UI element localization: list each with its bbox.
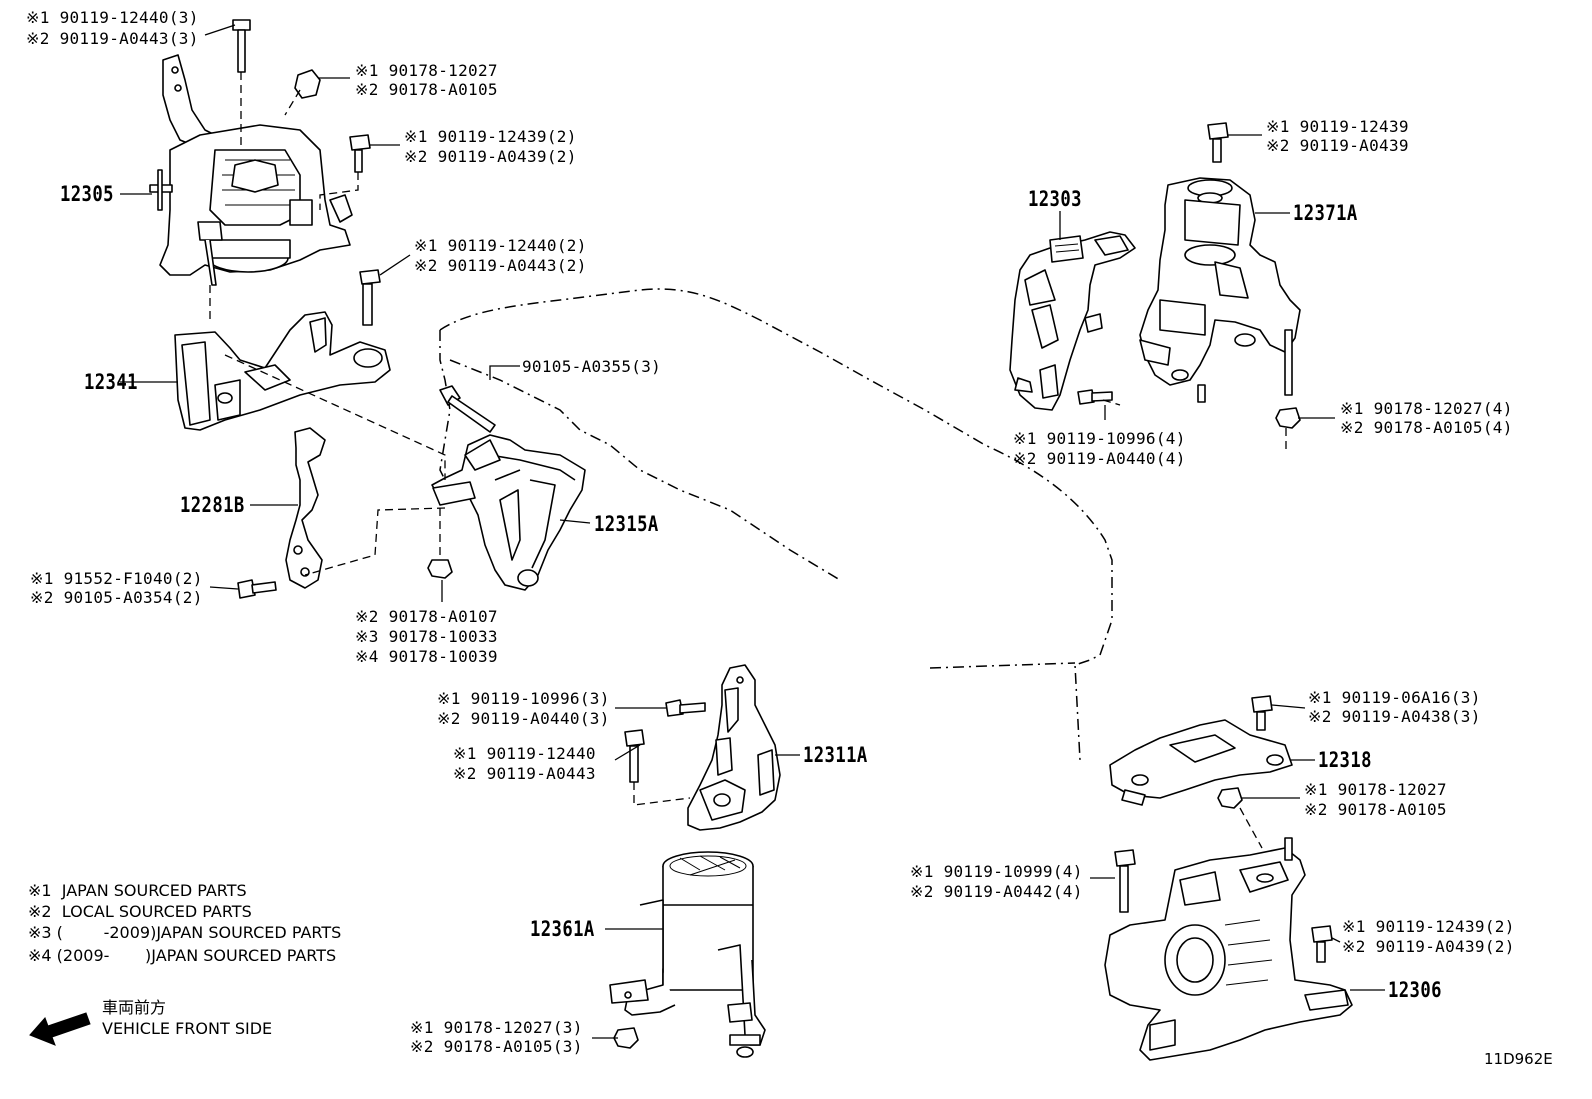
part-12361A-drawing (609, 851, 766, 1058)
part-12318-drawing (1109, 719, 1293, 806)
vehicle-body-outline (439, 288, 1113, 761)
vehicle-inner-line (449, 359, 841, 581)
vehicle-floor-line (929, 662, 1076, 669)
callout-91552-F1040-2[interactable]: ※1 91552-F1040(2) (30, 569, 203, 588)
callout-90119-10999-4[interactable]: ※1 90119-10999(4) (910, 862, 1083, 881)
callout-90119-A0438-3[interactable]: ※2 90119-A0438(3) (1308, 707, 1481, 726)
part-label-12306[interactable]: 12306 (1388, 978, 1442, 1002)
part-12306-drawing (1104, 837, 1353, 1061)
callout-90119-12440-2[interactable]: ※1 90119-12440(2) (414, 236, 587, 255)
part-label-12341[interactable]: 12341 (84, 370, 138, 394)
front-direction-jp: 車両前方 (102, 998, 167, 1017)
part-label-12315A[interactable]: 12315A (594, 512, 659, 536)
fastener-set (232, 19, 1333, 1049)
callout-90178-A0107[interactable]: ※2 90178-A0107 (355, 607, 498, 626)
leader-lines (120, 24, 1385, 1039)
part-label-12361A[interactable]: 12361A (530, 917, 595, 941)
callout-90178-12027-4[interactable]: ※1 90178-12027(4) (1340, 399, 1513, 418)
part-label-12303[interactable]: 12303 (1028, 187, 1082, 211)
callout-90119-10996-3[interactable]: ※1 90119-10996(3) (437, 689, 610, 708)
part-12305-drawing (149, 54, 353, 286)
callout-90119-A0442-4[interactable]: ※2 90119-A0442(4) (910, 882, 1083, 901)
vehicle-inner-edge (439, 330, 451, 491)
callout-90178-12027-3[interactable]: ※1 90178-12027(3) (410, 1018, 583, 1037)
callout-90119-12439-2-b[interactable]: ※1 90119-12439(2) (1342, 917, 1515, 936)
callout-90178-12027-b[interactable]: ※1 90178-12027 (1304, 780, 1447, 799)
part-12311A-drawing (687, 664, 781, 831)
callout-90119-A0439-2-b[interactable]: ※2 90119-A0439(2) (1342, 937, 1515, 956)
callout-90119-A0443-3[interactable]: ※2 90119-A0443(3) (26, 29, 199, 48)
callout-90178-A0105-b[interactable]: ※2 90178-A0105 (1304, 800, 1447, 819)
part-12315A-drawing (431, 434, 586, 591)
callout-90178-A0105-3[interactable]: ※2 90178-A0105(3) (410, 1037, 583, 1056)
part-label-12371A[interactable]: 12371A (1293, 201, 1358, 225)
callout-90119-12439-2-a[interactable]: ※1 90119-12439(2) (404, 127, 577, 146)
part-12341-drawing (174, 311, 391, 431)
part-12281B-drawing (285, 427, 326, 589)
part-12371A-drawing (1139, 177, 1301, 403)
diagram-reference-code: 11D962E (1484, 1050, 1553, 1068)
legend-pre-2009: ※3 ( -2009)JAPAN SOURCED PARTS (28, 923, 342, 942)
callout-90119-A0440-4[interactable]: ※2 90119-A0440(4) (1013, 449, 1186, 468)
callout-90119-12440-3[interactable]: ※1 90119-12440(3) (26, 8, 199, 27)
part-label-12281B[interactable]: 12281B (180, 493, 245, 517)
callout-90105-A0355-3[interactable]: 90105-A0355(3) (522, 357, 662, 376)
callout-90119-A0439[interactable]: ※2 90119-A0439 (1266, 136, 1409, 155)
part-label-12305[interactable]: 12305 (60, 182, 114, 206)
callout-90178-10039[interactable]: ※4 90178-10039 (355, 647, 498, 666)
part-label-12318[interactable]: 12318 (1318, 748, 1372, 772)
legend-japan-sourced: ※1 JAPAN SOURCED PARTS (28, 881, 247, 900)
assembly-lines (209, 72, 1287, 849)
callout-90119-A0440-3[interactable]: ※2 90119-A0440(3) (437, 709, 610, 728)
callout-90119-A0443[interactable]: ※2 90119-A0443 (453, 764, 596, 783)
callout-90178-A0105-4[interactable]: ※2 90178-A0105(4) (1340, 418, 1513, 437)
callout-90119-12439[interactable]: ※1 90119-12439 (1266, 117, 1409, 136)
callout-90178-10033[interactable]: ※3 90178-10033 (355, 627, 498, 646)
legend-local-sourced: ※2 LOCAL SOURCED PARTS (28, 902, 252, 921)
front-direction-arrow (29, 1012, 91, 1046)
callout-90119-A0443-2[interactable]: ※2 90119-A0443(2) (414, 256, 587, 275)
part-12303-drawing (1009, 231, 1136, 411)
front-direction-en: VEHICLE FRONT SIDE (102, 1019, 273, 1038)
callout-90105-A0354-2[interactable]: ※2 90105-A0354(2) (30, 588, 203, 607)
callout-90119-10996-4[interactable]: ※1 90119-10996(4) (1013, 429, 1186, 448)
callout-90178-12027-a[interactable]: ※1 90178-12027 (355, 61, 498, 80)
callout-90178-A0105-a[interactable]: ※2 90178-A0105 (355, 80, 498, 99)
legend-post-2009: ※4 (2009- )JAPAN SOURCED PARTS (28, 946, 337, 965)
callout-90119-06A16-3[interactable]: ※1 90119-06A16(3) (1308, 688, 1481, 707)
callout-90119-12440[interactable]: ※1 90119-12440 (453, 744, 596, 763)
part-label-12311A[interactable]: 12311A (803, 743, 868, 767)
callout-90119-A0439-2-a[interactable]: ※2 90119-A0439(2) (404, 147, 577, 166)
